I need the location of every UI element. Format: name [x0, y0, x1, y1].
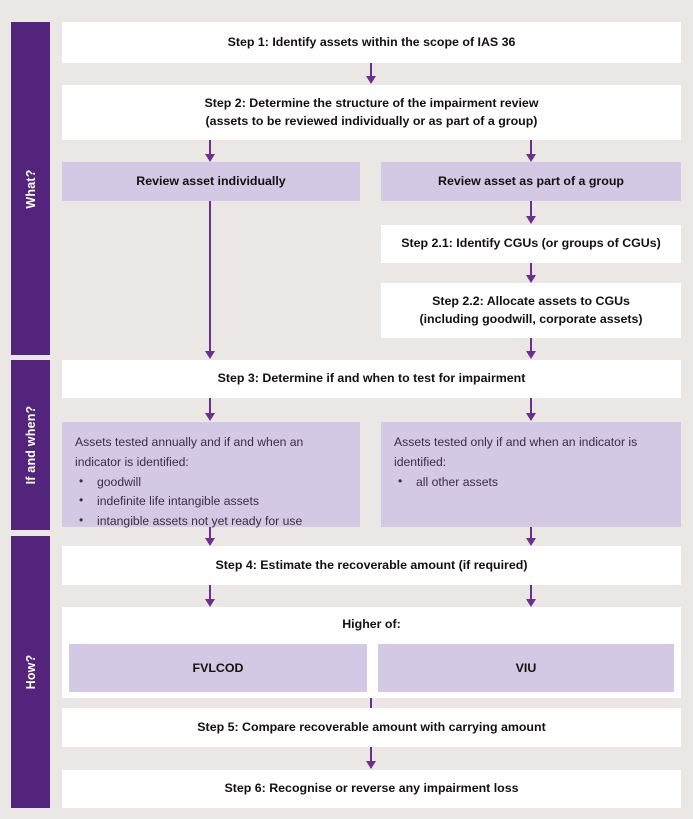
node-step-2-1: Step 2.1: Identify CGUs (or groups of CG… — [381, 225, 681, 263]
node-step-5: Step 5: Compare recoverable amount with … — [62, 708, 681, 747]
node-review-asset-as-part-of-group: Review asset as part of a group — [381, 162, 681, 201]
node-step-3: Step 3: Determine if and when to test fo… — [62, 360, 681, 398]
rail-if-and-when-label: If and when? — [23, 405, 38, 485]
node-review-asset-individually: Review asset individually — [62, 162, 360, 201]
rail-if-and-when: If and when? — [11, 360, 50, 530]
rail-what: What? — [11, 22, 50, 355]
node-higher-of-caption: Higher of: — [342, 617, 401, 631]
node-step-2: Step 2: Determine the structure of the i… — [62, 85, 681, 140]
option-viu: VIU — [378, 644, 674, 692]
node-step-2-2-text: Step 2.2: Allocate assets to CGUs (inclu… — [419, 293, 643, 326]
node-higher-of: Higher of: FVLCOD VIU — [62, 607, 681, 698]
panel-assets-tested-on-indicator-intro: Assets tested only if and when an indica… — [394, 435, 638, 469]
node-review-asset-as-part-of-group-text: Review asset as part of a group — [438, 173, 624, 188]
rail-what-label: What? — [23, 168, 38, 209]
rail-how: How? — [11, 536, 50, 808]
node-step-5-text: Step 5: Compare recoverable amount with … — [197, 719, 546, 734]
panel-assets-tested-on-indicator-list: all other assets — [394, 472, 668, 493]
panel-assets-tested-annually-intro: Assets tested annually and if and when a… — [75, 435, 304, 469]
list-item: indefinite life intangible assets — [75, 491, 347, 512]
node-step-2-2: Step 2.2: Allocate assets to CGUs (inclu… — [381, 283, 681, 338]
list-item: all other assets — [394, 472, 668, 493]
panel-assets-tested-annually-list: goodwill indefinite life intangible asse… — [75, 472, 347, 532]
list-item: goodwill — [75, 472, 347, 493]
node-step-6: Step 6: Recognise or reverse any impairm… — [62, 770, 681, 808]
option-fvlcod: FVLCOD — [69, 644, 367, 692]
node-step-4-text: Step 4: Estimate the recoverable amount … — [215, 557, 528, 572]
node-step-4: Step 4: Estimate the recoverable amount … — [62, 546, 681, 585]
node-review-asset-individually-text: Review asset individually — [136, 173, 286, 188]
node-step-1: Step 1: Identify assets within the scope… — [62, 22, 681, 63]
rail-how-label: How? — [23, 654, 38, 690]
node-step-3-text: Step 3: Determine if and when to test fo… — [217, 371, 526, 385]
panel-assets-tested-annually: Assets tested annually and if and when a… — [62, 422, 360, 530]
panel-assets-tested-on-indicator: Assets tested only if and when an indica… — [381, 422, 681, 527]
higher-of-options-row: FVLCOD VIU — [62, 644, 681, 692]
list-item: intangible assets not yet ready for use — [75, 511, 347, 532]
node-step-2-1-text: Step 2.1: Identify CGUs (or groups of CG… — [401, 236, 661, 250]
node-step-1-text: Step 1: Identify assets within the scope… — [227, 34, 516, 49]
node-step-6-text: Step 6: Recognise or reverse any impairm… — [224, 781, 519, 795]
node-step-2-text: Step 2: Determine the structure of the i… — [204, 95, 539, 128]
